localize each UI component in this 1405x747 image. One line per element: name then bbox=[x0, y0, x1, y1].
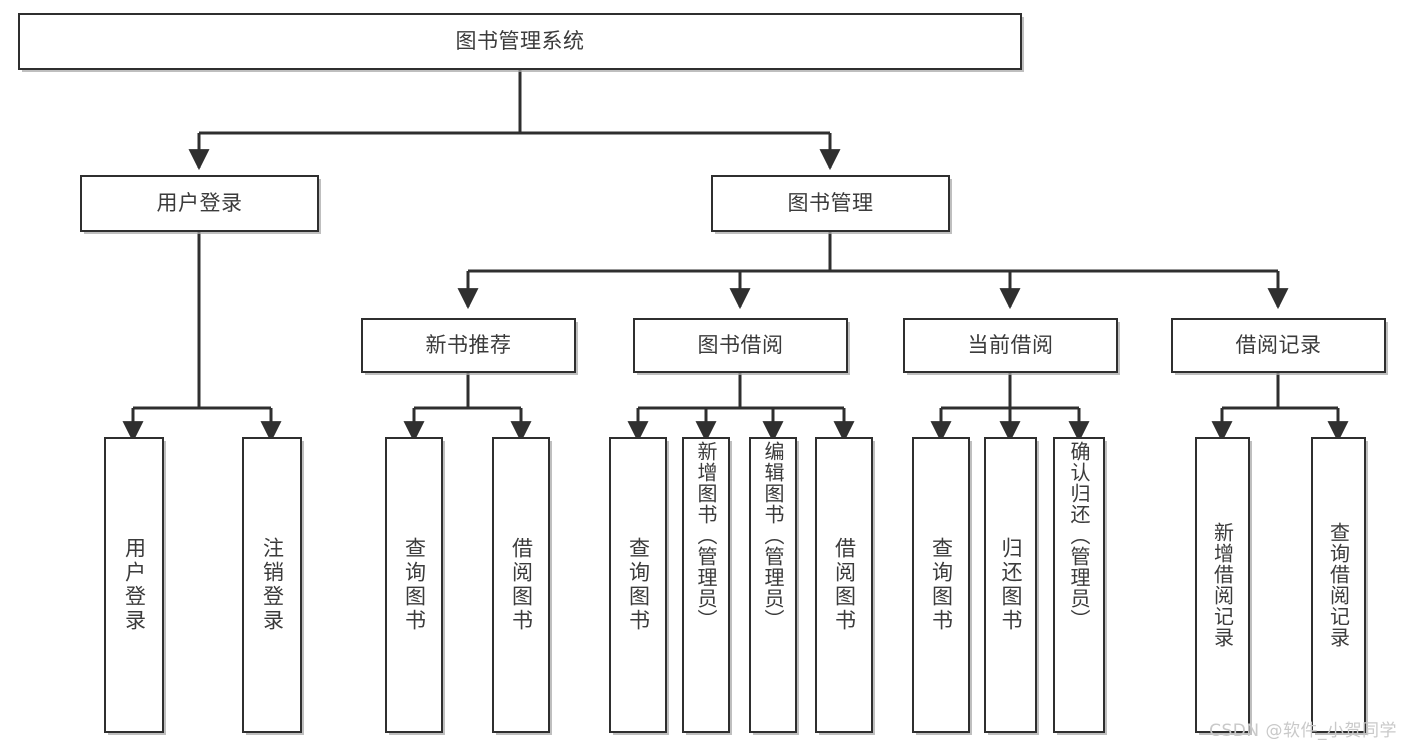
node-label: 查询图书 bbox=[929, 537, 954, 633]
node-label: 新书推荐 bbox=[425, 333, 512, 358]
node-label: 注销登录 bbox=[260, 537, 285, 633]
node-label: 图书管理 bbox=[787, 191, 874, 216]
leaf-add-borrow-record[interactable]: 新增借阅记录 bbox=[1195, 437, 1250, 733]
leaf-return-book[interactable]: 归还图书 bbox=[984, 437, 1037, 733]
leaf-query-book-recommend[interactable]: 查询图书 bbox=[385, 437, 443, 733]
leaf-logout-login[interactable]: 注销登录 bbox=[242, 437, 302, 733]
leaf-borrow-book[interactable]: 借阅图书 bbox=[815, 437, 873, 733]
node-label: 编辑图书（管理员） bbox=[761, 441, 785, 630]
node-label: 新增借阅记录 bbox=[1210, 522, 1235, 648]
node-book-management[interactable]: 图书管理 bbox=[711, 175, 950, 232]
node-label: 图书借阅 bbox=[697, 333, 784, 358]
node-label: 新增图书（管理员） bbox=[694, 441, 718, 630]
node-label: 归还图书 bbox=[999, 537, 1023, 633]
node-borrow-record[interactable]: 借阅记录 bbox=[1171, 318, 1386, 373]
node-new-book-recommend[interactable]: 新书推荐 bbox=[361, 318, 576, 373]
node-label: 借阅图书 bbox=[832, 537, 857, 633]
watermark-text: CSDN @软件_小贺同学 bbox=[1209, 721, 1397, 741]
node-label: 查询图书 bbox=[402, 537, 427, 633]
node-label: 当前借阅 bbox=[967, 333, 1054, 358]
leaf-add-book-admin[interactable]: 新增图书（管理员） bbox=[682, 437, 730, 733]
leaf-query-borrow-record[interactable]: 查询借阅记录 bbox=[1311, 437, 1366, 733]
node-label: 查询借阅记录 bbox=[1326, 522, 1351, 648]
node-current-borrow[interactable]: 当前借阅 bbox=[903, 318, 1118, 373]
node-label: 确认归还（管理员） bbox=[1067, 441, 1091, 630]
node-label: 查询图书 bbox=[626, 537, 651, 633]
node-label: 用户登录 bbox=[156, 191, 243, 216]
node-user-login[interactable]: 用户登录 bbox=[80, 175, 319, 232]
leaf-edit-book-admin[interactable]: 编辑图书（管理员） bbox=[749, 437, 797, 733]
node-label: 借阅图书 bbox=[509, 537, 534, 633]
node-label: 借阅记录 bbox=[1235, 333, 1322, 358]
leaf-confirm-return-admin[interactable]: 确认归还（管理员） bbox=[1053, 437, 1105, 733]
node-book-borrow[interactable]: 图书借阅 bbox=[633, 318, 848, 373]
node-label: 用户登录 bbox=[122, 537, 147, 633]
leaf-query-book-borrow[interactable]: 查询图书 bbox=[609, 437, 667, 733]
leaf-borrow-book-recommend[interactable]: 借阅图书 bbox=[492, 437, 550, 733]
leaf-query-book-current[interactable]: 查询图书 bbox=[912, 437, 970, 733]
leaf-user-login[interactable]: 用户登录 bbox=[104, 437, 164, 733]
node-label: 图书管理系统 bbox=[455, 29, 585, 54]
node-root-system[interactable]: 图书管理系统 bbox=[18, 13, 1022, 70]
